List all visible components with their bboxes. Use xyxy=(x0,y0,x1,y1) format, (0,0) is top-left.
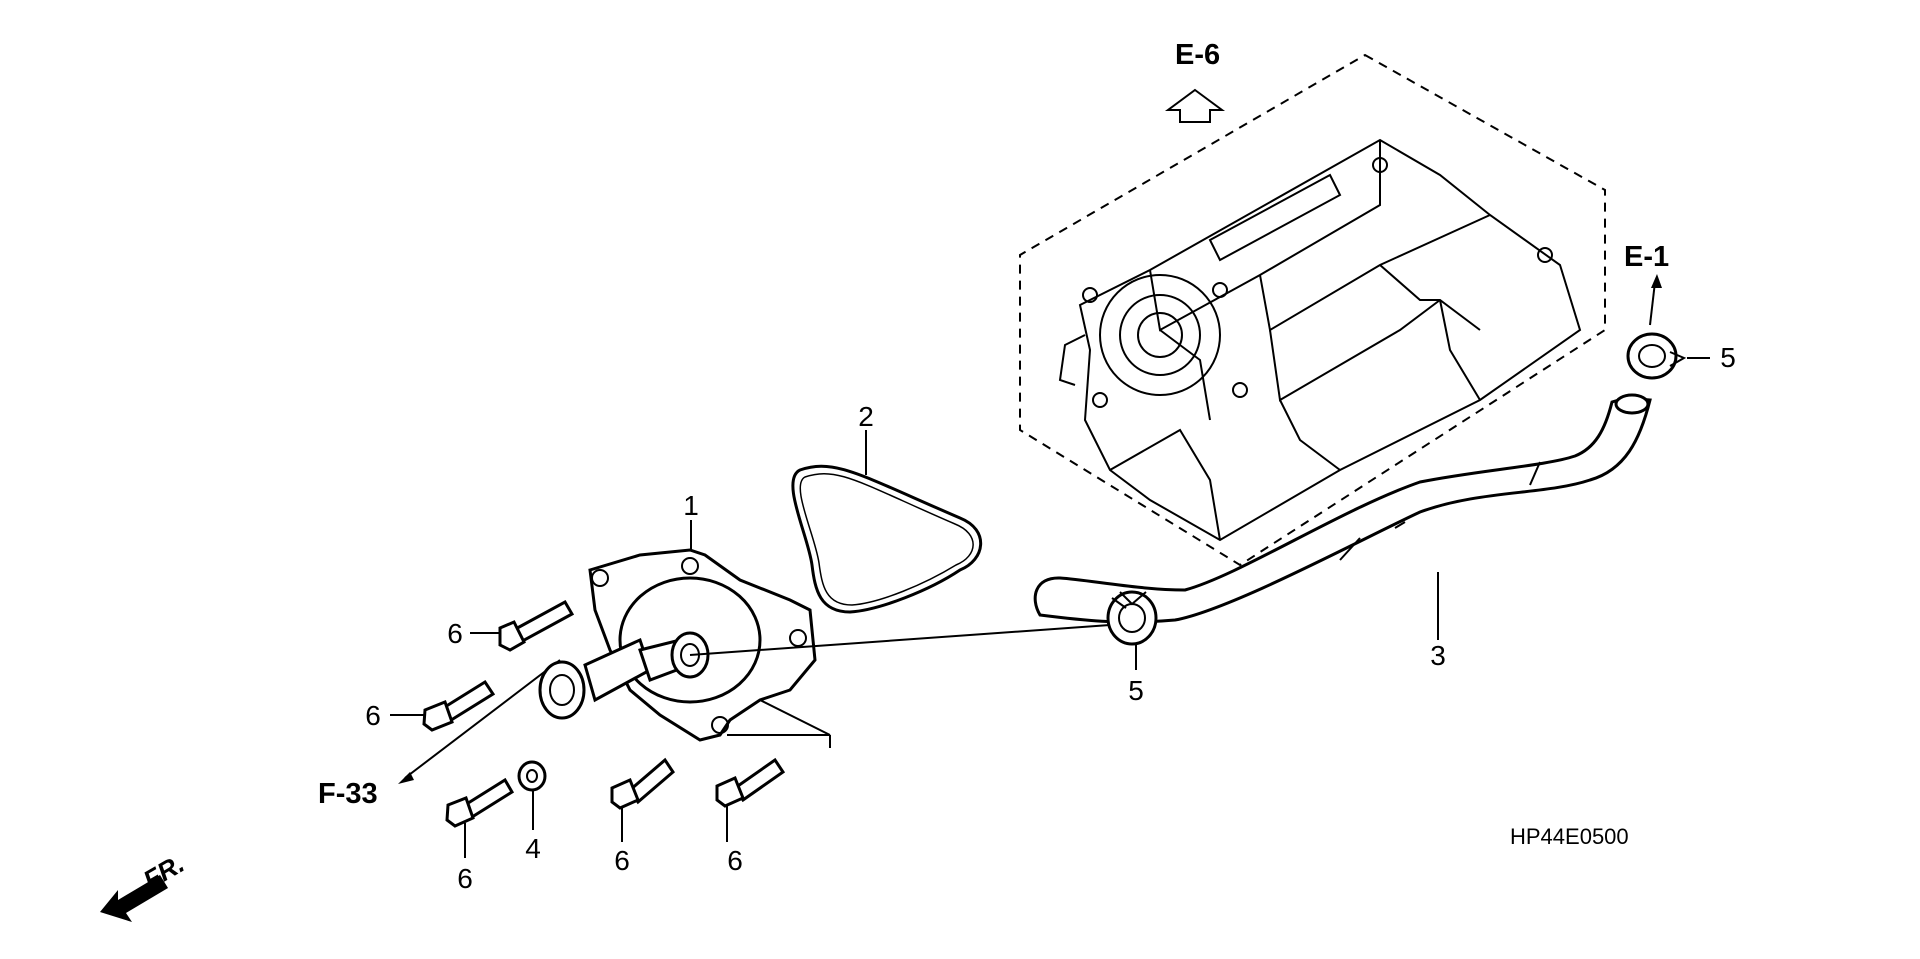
diagram-code: HP44E0500 xyxy=(1510,824,1629,849)
engine-pump-port xyxy=(1058,157,1553,408)
ref-label-left: F-33 xyxy=(318,778,378,810)
hose-clamp-lower xyxy=(1106,590,1158,646)
front-direction-arrow-icon xyxy=(100,875,168,922)
water-pump-cover-part xyxy=(538,548,817,742)
flange-bolt-e xyxy=(715,757,786,808)
callout-4: 4 xyxy=(525,833,541,864)
sealing-washer-part xyxy=(517,760,547,792)
flange-bolt-d xyxy=(610,757,675,810)
callout-6-e: 6 xyxy=(727,845,743,876)
callout-6-b: 6 xyxy=(365,700,381,731)
ref-arrow-up xyxy=(1164,88,1226,123)
leader-lines xyxy=(390,357,1710,858)
hose-clamp-upper xyxy=(1626,332,1687,380)
ref-label-top: E-6 xyxy=(1175,39,1220,71)
callout-6-d: 6 xyxy=(614,845,630,876)
engine-block-outline xyxy=(1019,53,1606,567)
ref-label-right: E-1 xyxy=(1624,241,1669,273)
callout-3: 3 xyxy=(1430,640,1446,671)
ref-line-right xyxy=(1649,281,1656,326)
ref-arrowhead-left xyxy=(398,772,414,784)
ref-arrowhead-right xyxy=(1651,274,1662,288)
flange-bolt-a xyxy=(498,599,575,652)
callout-5-lower: 5 xyxy=(1128,675,1144,706)
callout-6-c: 6 xyxy=(457,863,473,894)
water-hose-part xyxy=(1033,393,1652,624)
ref-line-left xyxy=(404,659,561,779)
callout-5-upper: 5 xyxy=(1720,342,1736,373)
flange-bolt-b xyxy=(422,679,496,732)
gasket-part xyxy=(791,464,983,614)
flange-bolt-c xyxy=(445,777,515,828)
callout-2: 2 xyxy=(858,401,874,432)
callout-1: 1 xyxy=(683,490,699,521)
callout-6-a: 6 xyxy=(447,618,463,649)
